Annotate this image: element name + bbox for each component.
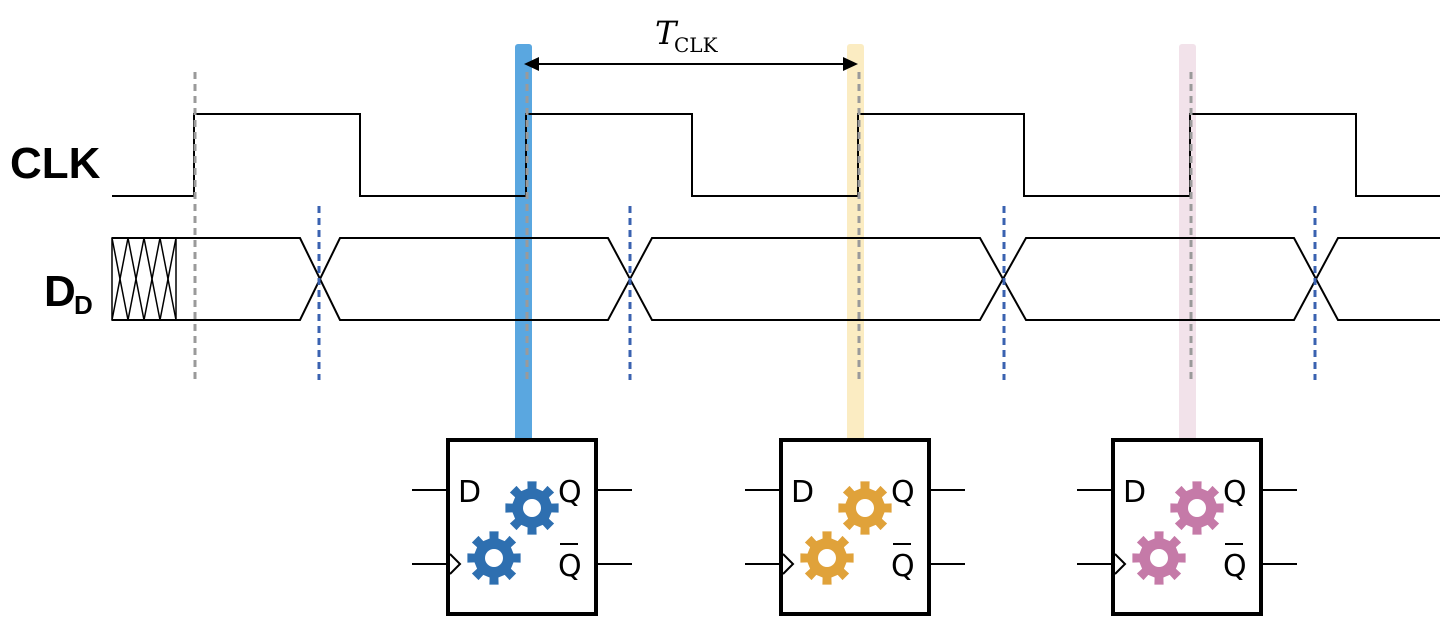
gear-icon — [838, 481, 892, 535]
q-pin-label: Q — [891, 475, 915, 510]
period-subscript: CLK — [674, 33, 719, 57]
clock-input-triangle — [782, 553, 795, 575]
sample-highlight-yellow — [847, 44, 864, 442]
qbar-pin-label: Q — [1223, 549, 1247, 584]
gear-icon — [1132, 531, 1186, 585]
gear-icon — [505, 481, 559, 535]
period-arrow — [524, 57, 858, 71]
period-symbol: T — [655, 14, 679, 52]
data-transition-markers — [317, 206, 1317, 380]
data-label: D — [44, 267, 76, 316]
flipflop-pink: D Q Q — [1077, 438, 1297, 616]
flipflop-yellow: D Q Q — [745, 438, 965, 616]
flipflop-box — [779, 438, 931, 616]
rising-edge-markers — [193, 72, 1193, 382]
clk-waveform — [112, 113, 1440, 197]
gear-icon — [800, 531, 854, 585]
d-pin-label: D — [791, 475, 814, 510]
sample-highlight-blue — [515, 44, 532, 442]
clock-input-triangle — [1114, 553, 1127, 575]
gear-icon — [467, 531, 521, 585]
sample-highlight-pink — [1179, 44, 1196, 442]
flipflop-blue: D Q Q — [412, 438, 632, 616]
qbar-pin-label: Q — [891, 549, 915, 584]
gear-icon — [1170, 481, 1224, 535]
d-pin-label: D — [1123, 475, 1146, 510]
qbar-pin-label: Q — [558, 549, 582, 584]
data-label-subscript: D — [74, 290, 93, 320]
q-pin-label: Q — [1223, 475, 1247, 510]
clk-label: CLK — [10, 139, 101, 188]
data-waveform — [112, 237, 1440, 321]
flipflop-box — [446, 438, 598, 616]
undefined-data-hatch — [111, 237, 177, 321]
flipflop-box — [1111, 438, 1263, 616]
clock-input-triangle — [449, 553, 462, 575]
q-pin-label: Q — [558, 475, 582, 510]
d-pin-label: D — [458, 475, 481, 510]
